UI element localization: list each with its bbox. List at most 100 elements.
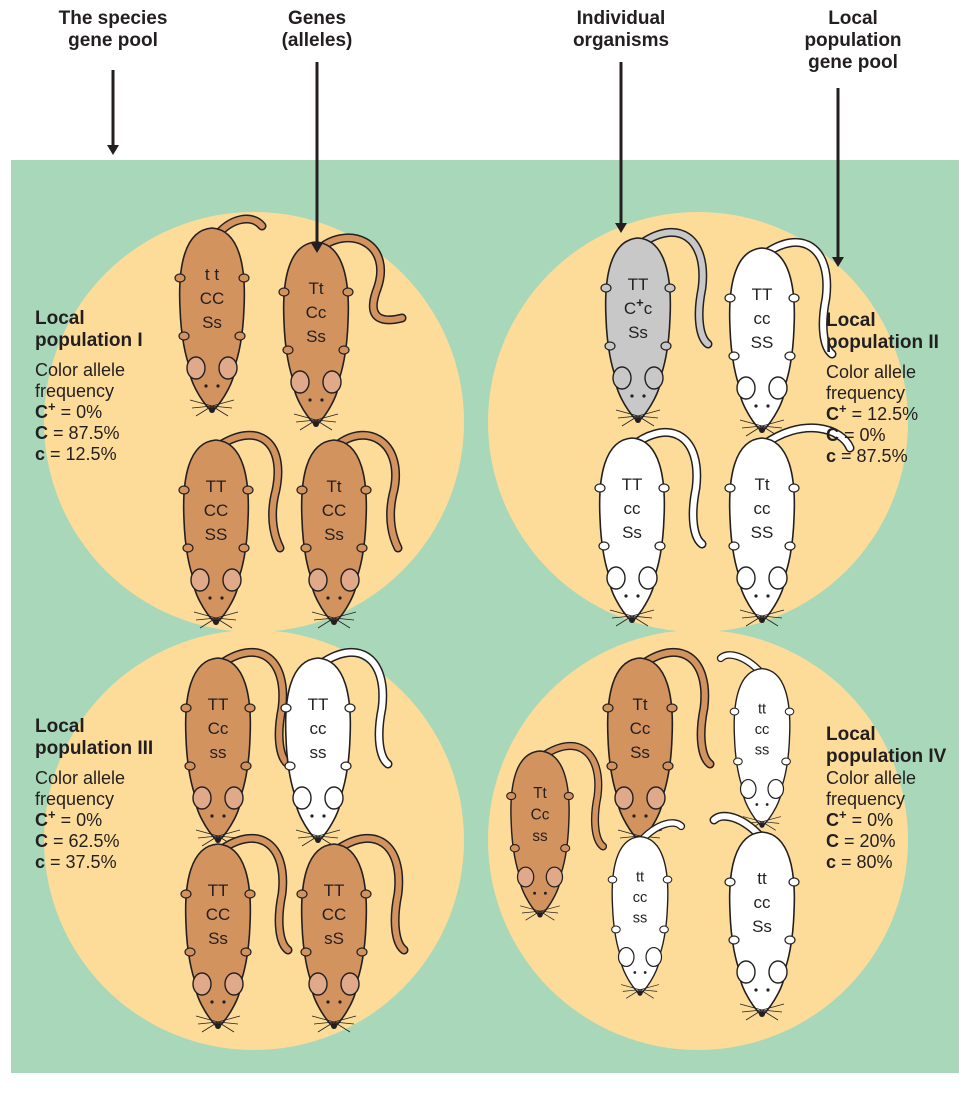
mouse-ear: [619, 948, 634, 967]
mouse-foot: [301, 948, 311, 956]
mouse-foot: [730, 708, 739, 715]
mouse-nose: [209, 407, 215, 413]
mouse-ear: [325, 787, 343, 809]
mouse-foot: [785, 936, 795, 944]
mouse-foot: [782, 758, 791, 765]
mouse-genotype-line: ss: [210, 743, 227, 762]
mouse-nose: [313, 421, 319, 427]
mouse-ear: [769, 567, 787, 589]
mouse-genotype-line: sS: [324, 929, 344, 948]
mouse-foot: [239, 544, 249, 552]
mouse-genotype-line: TT: [308, 695, 329, 714]
mouse-foot: [181, 704, 191, 712]
mouse-genotype-line: Tt: [754, 475, 769, 494]
freq-c-dominant: C = 20%: [826, 831, 946, 852]
mouse-genotype-line: Cc: [208, 719, 229, 738]
mouse-eye: [533, 892, 536, 895]
mouse-foot: [241, 948, 251, 956]
mouse-ear: [737, 961, 755, 983]
mouse-ear: [518, 867, 534, 887]
freq-c-recessive: c = 87.5%: [826, 446, 939, 467]
mouse-eye: [624, 594, 627, 597]
mouse-ear: [291, 371, 309, 393]
mouse-eye: [766, 594, 769, 597]
mouse-foot: [361, 890, 371, 898]
mouse-eye: [220, 596, 223, 599]
mouse-eye: [754, 404, 757, 407]
mouse-foot: [659, 484, 669, 492]
mouse-ear: [647, 787, 665, 809]
mouse-genotype-line: cc: [633, 890, 648, 906]
mouse-foot: [243, 486, 253, 494]
mouse-foot: [361, 486, 371, 494]
mouse-eye: [310, 814, 313, 817]
mouse-foot: [789, 294, 799, 302]
header-local-population-gene-pool: Local population gene pool: [778, 8, 928, 74]
mouse-foot: [785, 708, 794, 715]
mouse-eye: [644, 814, 647, 817]
mouse-foot: [297, 890, 307, 898]
mouse-foot: [179, 332, 189, 340]
mouse-foot: [341, 762, 351, 770]
mouse-foot: [785, 352, 795, 360]
mouse-foot: [179, 486, 189, 494]
mouse-foot: [725, 878, 735, 886]
mouse-eye: [754, 594, 757, 597]
mouse-eye: [204, 384, 207, 387]
mouse-foot: [655, 542, 665, 550]
mouse-genotype-line: Ss: [202, 313, 222, 332]
mouse-genotype-line: cc: [310, 719, 328, 738]
mouse-foot: [789, 878, 799, 886]
mouse-eye: [766, 988, 769, 991]
freq-c-dominant: C = 62.5%: [35, 831, 153, 852]
population-i-label: Local population I Color allele frequenc…: [35, 308, 143, 465]
freq-c-dominant: C = 0%: [826, 425, 939, 446]
mouse-nose: [635, 417, 641, 423]
mouse-foot: [297, 486, 307, 494]
mouse-ear: [737, 567, 755, 589]
mouse-eye: [633, 971, 636, 974]
mouse-nose: [759, 427, 765, 433]
color-allele-frequency-label: Color allele frequency: [35, 768, 153, 810]
mouse-ear: [613, 367, 631, 389]
mouse-nose: [637, 991, 642, 996]
mouse-nose: [537, 912, 542, 917]
population-ii-label: Local population II Color allele frequen…: [826, 310, 939, 467]
mouse-genotype-line: Ss: [752, 917, 772, 936]
freq-c-plus: C+ = 0%: [826, 810, 946, 831]
mouse-genotype-line: Cc: [531, 806, 550, 823]
mouse-genotype-line: cc: [754, 499, 772, 518]
mouse-genotype-line: Cc: [306, 303, 327, 322]
mouse-foot: [339, 346, 349, 354]
mouse-eye: [222, 1000, 225, 1003]
mouse-eye: [642, 394, 645, 397]
freq-c-recessive: c = 12.5%: [35, 444, 143, 465]
mouse-ear: [309, 569, 327, 591]
mouse-eye: [755, 803, 758, 806]
mouse-foot: [357, 544, 367, 552]
mouse-eye: [222, 814, 225, 817]
mouse-foot: [603, 704, 613, 712]
color-allele-frequency-label: Color allele frequency: [35, 360, 143, 402]
mouse-foot: [235, 332, 245, 340]
mouse-foot: [601, 284, 611, 292]
mouse-nose: [759, 617, 765, 623]
mouse-nose: [215, 837, 221, 843]
mouse-eye: [636, 594, 639, 597]
mouse-foot: [612, 926, 621, 933]
mouse-foot: [283, 346, 293, 354]
population-iii-label: Local population III Color allele freque…: [35, 716, 153, 873]
mouse-foot: [789, 484, 799, 492]
mouse-genotype-line: Tt: [326, 477, 341, 496]
mouse-genotype-line: Ss: [622, 523, 642, 542]
mouse-foot: [175, 274, 185, 282]
mouse-foot: [301, 544, 311, 552]
mouse-genotype-line: ss: [310, 743, 327, 762]
mouse-foot: [599, 542, 609, 550]
mouse-ear: [219, 357, 237, 379]
mouse-genotype-line: TT: [622, 475, 643, 494]
freq-c-recessive: c = 80%: [826, 852, 946, 873]
mouse-ear: [645, 367, 663, 389]
mouse-ear: [769, 961, 787, 983]
mouse-foot: [605, 342, 615, 350]
